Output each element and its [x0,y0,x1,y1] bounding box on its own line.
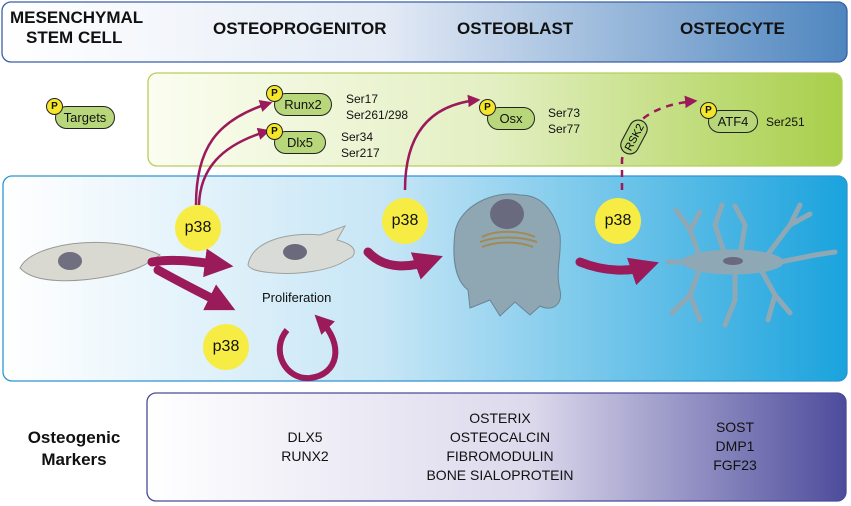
phospho-badge-icon: P [46,98,63,115]
atf4-sites: Ser251 [766,115,805,129]
marker-item: OSTERIX [469,410,531,426]
markers-osteocyte: SOST DMP1 FGF23 [695,418,775,475]
markers-osteoblast: OSTERIX OSTEOCALCIN FIBROMODULIN BONE SI… [410,409,590,485]
p38-circle-osteoprogenitor: p38 [175,205,221,251]
osteocyte-cell [665,202,838,328]
stage-label-line1: MESENCHYMAL [10,8,144,27]
stage-osteoprogenitor: OSTEOPROGENITOR [213,19,387,38]
atf4-pill: ATF4 [708,110,758,133]
phospho-badge-icon: P [266,85,283,102]
phospho-badge-icon: P [266,123,283,140]
p38-circle-osteocyte: p38 [595,198,641,244]
markers-title-line1: Osteogenic [27,428,121,447]
p38-circle-osteoblast: p38 [382,198,428,244]
marker-item: FIBROMODULIN [446,448,554,464]
targets-legend-pill: Targets [55,106,115,129]
marker-item: OSTEOCALCIN [449,429,551,445]
phospho-badge-icon: P [700,102,717,119]
runx2-pill: Runx2 [274,93,332,116]
stage-osteoblast: OSTEOBLAST [457,19,574,38]
marker-item: FGF23 [713,457,757,473]
osx-sites: Ser73 Ser77 [548,106,581,136]
marker-item: DLX5 [287,429,323,445]
markers-panel [146,392,847,502]
proliferation-label: Proliferation [262,290,332,305]
markers-title-line2: Markers [41,450,107,469]
dlx5-sites: Ser34 Ser217 [341,130,380,160]
phospho-badge-icon: P [479,99,496,116]
runx2-sites: Ser17 Ser261/298 [346,92,409,122]
p38-circle-proliferation: p38 [203,324,249,370]
marker-item: DMP1 [715,438,755,454]
dlx5-pill: Dlx5 [274,131,326,154]
header-panel [1,1,848,63]
markers-title: Osteogenic Markers [14,427,134,471]
osx-pill: Osx [487,107,535,130]
differentiation-arrows [147,247,659,311]
proliferation-loop-arrow [276,314,339,382]
stage-label-line2: STEM CELL [26,28,123,47]
osteoblast-cell [453,193,561,317]
phosphorylation-arrows [194,94,698,206]
marker-item: BONE SIALOPROTEIN [426,467,574,483]
stage-osteocyte: OSTEOCYTE [680,19,785,38]
marker-item: RUNX2 [281,448,329,464]
osteoprogenitor-cell [247,225,355,274]
markers-osteoprogenitor: DLX5 RUNX2 [250,428,360,466]
stage-mesenchymal-stem-cell: MESENCHYMAL STEM CELL [10,8,143,48]
marker-item: SOST [715,419,755,435]
mesenchymal-stem-cell [19,242,161,282]
